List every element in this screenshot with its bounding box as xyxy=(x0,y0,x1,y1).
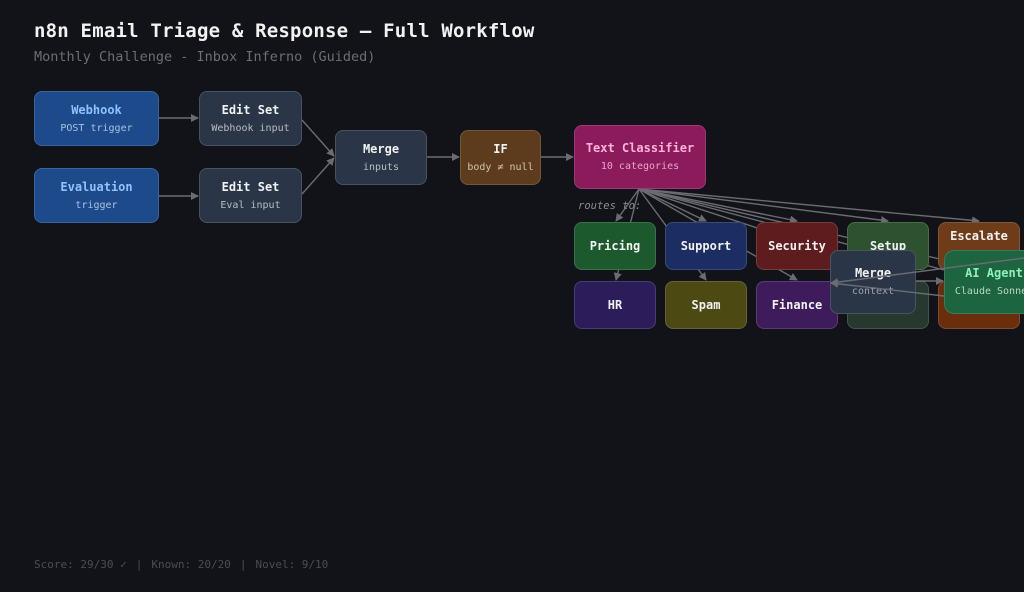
routes-label: routes to: xyxy=(578,200,642,212)
node-title: AI Agent xyxy=(965,266,1023,280)
node-subtitle: Eval input xyxy=(220,199,281,211)
page-title: n8n Email Triage & Response — Full Workf… xyxy=(34,20,535,42)
edge-classifier-to-support xyxy=(638,188,707,222)
category-security-node[interactable]: Security xyxy=(756,222,838,270)
category-label: Setup xyxy=(869,238,907,253)
category-label: HR xyxy=(607,297,623,312)
category-label: Spam xyxy=(691,297,721,312)
category-pricing-node[interactable]: Pricing xyxy=(574,222,656,270)
page-subtitle: Monthly Challenge - Inbox Inferno (Guide… xyxy=(34,49,376,65)
category-finance-node[interactable]: Finance xyxy=(756,281,838,329)
category-label: Finance xyxy=(771,297,823,312)
node-title: Edit Set xyxy=(221,102,280,117)
edge-edit-set-eval-to-merge xyxy=(301,157,335,195)
edge-classifier-to-setup xyxy=(638,188,889,225)
node-subtitle: inputs xyxy=(362,161,400,173)
category-spam-node[interactable]: Spam xyxy=(665,281,747,329)
edit-set-eval-node[interactable]: Edit Set Eval input xyxy=(199,168,302,223)
category-support-node[interactable]: Support xyxy=(665,222,747,270)
node-subtitle: body ≠ null xyxy=(467,161,534,173)
category-label: Pricing xyxy=(589,238,641,253)
node-title: Text Classifier xyxy=(585,141,695,155)
node-title: Webhook xyxy=(71,102,122,117)
node-title: Merge xyxy=(854,266,892,280)
edit-set-webhook-node[interactable]: Edit Set Webhook input xyxy=(199,91,302,146)
node-subtitle: 10 categories xyxy=(600,161,680,172)
text-classifier-node[interactable]: Text Classifier 10 categories xyxy=(574,125,706,189)
webhook-node[interactable]: Webhook POST trigger xyxy=(34,91,159,146)
category-label: Support xyxy=(680,238,732,253)
known-text: Known: 20/20 xyxy=(151,558,231,571)
footer-separator: | xyxy=(135,558,143,571)
node-title: IF xyxy=(493,141,508,156)
merge-context-node[interactable]: Merge context xyxy=(830,250,916,314)
score-text: Score: 29/30 ✓ xyxy=(34,558,127,571)
category-label: Security xyxy=(768,238,826,253)
edge-classifier-to-security xyxy=(638,188,798,224)
evaluation-node[interactable]: Evaluation trigger xyxy=(34,168,159,223)
if-node[interactable]: IF body ≠ null xyxy=(460,130,541,185)
edge-classifier-to-escalate xyxy=(638,188,980,225)
node-subtitle: Webhook input xyxy=(211,122,290,134)
node-subtitle: trigger xyxy=(75,199,118,211)
merge-inputs-node[interactable]: Merge inputs xyxy=(335,130,427,185)
footer-separator: | xyxy=(239,558,247,571)
node-title: Edit Set xyxy=(221,179,280,194)
category-hr-node[interactable]: HR xyxy=(574,281,656,329)
category-label: Escalate xyxy=(950,229,1008,243)
ai-agent-node[interactable]: AI Agent Claude Sonnet xyxy=(944,250,1024,314)
score-footer: Score: 29/30 ✓ | Known: 20/20 | Novel: 9/10 xyxy=(34,558,328,571)
novel-text: Novel: 9/10 xyxy=(255,558,329,571)
edge-edit-set-to-merge xyxy=(301,119,335,157)
node-subtitle: context xyxy=(851,286,895,297)
node-subtitle: Claude Sonnet xyxy=(954,286,1024,297)
node-title: Merge xyxy=(362,141,400,156)
node-title: Evaluation xyxy=(60,179,133,194)
node-subtitle: POST trigger xyxy=(60,122,133,134)
